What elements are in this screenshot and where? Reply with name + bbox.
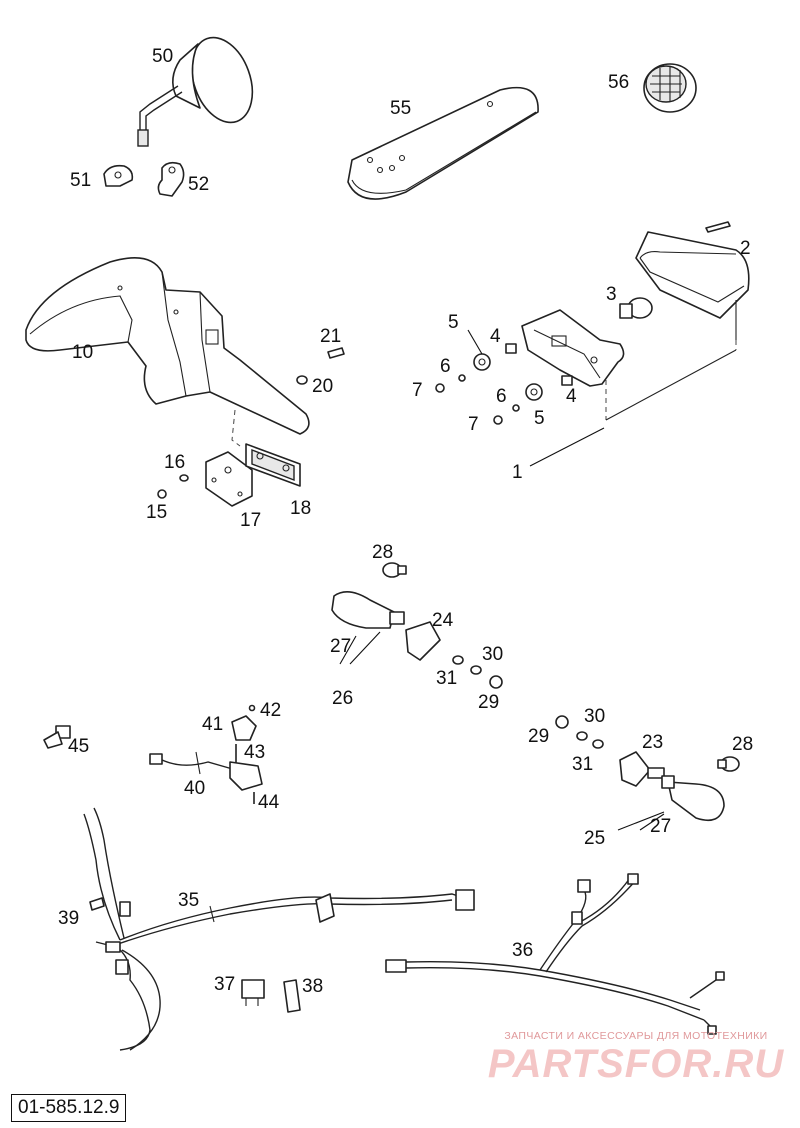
label-51: 51 — [70, 170, 91, 191]
label-16: 16 — [164, 452, 185, 473]
label-5a: 5 — [448, 312, 459, 333]
part-1-taillight-holder[interactable] — [521, 309, 625, 387]
label-28b: 28 — [732, 734, 753, 755]
label-7a: 7 — [412, 380, 423, 401]
label-38: 38 — [302, 976, 323, 997]
part-6-washer[interactable] — [458, 374, 520, 412]
label-42: 42 — [260, 700, 281, 721]
label-52: 52 — [188, 174, 209, 195]
label-4a: 4 — [490, 326, 501, 347]
part-10-rear-fender[interactable] — [25, 256, 310, 435]
label-35: 35 — [178, 890, 199, 911]
label-26: 26 — [332, 688, 353, 709]
part-27b-indicator[interactable] — [661, 775, 725, 822]
label-7b: 7 — [468, 414, 479, 435]
part-52-clamp[interactable] — [157, 161, 185, 197]
part-31-washer[interactable] — [452, 655, 604, 749]
part-39-connector[interactable] — [89, 897, 105, 911]
label-29a: 29 — [478, 692, 499, 713]
part-15-nut[interactable] — [157, 489, 167, 499]
part-30-washer[interactable] — [470, 665, 588, 741]
part-27-indicator[interactable] — [331, 591, 405, 629]
label-2: 2 — [740, 238, 751, 259]
label-5b: 5 — [534, 408, 545, 429]
label-21: 21 — [320, 326, 341, 347]
label-29b: 29 — [528, 726, 549, 747]
label-44: 44 — [258, 792, 280, 813]
label-1: 1 — [512, 462, 523, 483]
part-29-nut[interactable] — [489, 675, 569, 729]
label-37: 37 — [214, 974, 235, 995]
label-17: 17 — [240, 510, 261, 531]
label-40: 40 — [184, 778, 205, 799]
label-31a: 31 — [436, 668, 457, 689]
label-43: 43 — [244, 742, 265, 763]
part-38-bracket[interactable] — [283, 979, 301, 1013]
label-45: 45 — [68, 736, 89, 757]
part-35-wiring-harness[interactable] — [83, 807, 475, 1051]
part-20-washer[interactable] — [296, 375, 308, 385]
part-labels: 50 51 52 55 56 2 3 5 4 6 7 6 4 7 5 1 10 … — [58, 46, 753, 997]
label-31b: 31 — [572, 754, 593, 775]
label-18: 18 — [290, 498, 311, 519]
part-23-bracket[interactable] — [619, 751, 665, 787]
label-27b: 27 — [650, 816, 671, 837]
label-3: 3 — [606, 284, 617, 305]
part-21-screw[interactable] — [327, 347, 345, 359]
diagram-code: 01-585.12.9 — [11, 1094, 127, 1122]
watermark-brand: PARTSFOR.RU — [487, 1042, 785, 1086]
part-36-wiring-harness[interactable] — [385, 873, 725, 1035]
label-30a: 30 — [482, 644, 503, 665]
part-28-bulb[interactable] — [382, 562, 407, 578]
part-55-plate[interactable] — [347, 86, 539, 200]
part-24-bracket[interactable] — [405, 621, 441, 661]
leader-lines — [339, 329, 665, 831]
label-15: 15 — [146, 502, 167, 523]
part-50-mirror[interactable] — [137, 29, 263, 147]
part-3-bulb[interactable] — [619, 297, 653, 319]
label-39: 39 — [58, 908, 79, 929]
label-25: 25 — [584, 828, 605, 849]
part-41-switch-cover[interactable] — [231, 715, 257, 741]
part-7-screw[interactable] — [435, 383, 503, 425]
part-4-spacer[interactable] — [505, 343, 573, 386]
label-36: 36 — [512, 940, 533, 961]
label-41: 41 — [202, 714, 223, 735]
part-40-switch-cable[interactable] — [149, 751, 263, 791]
label-55: 55 — [390, 98, 411, 119]
label-28a: 28 — [372, 542, 393, 563]
part-51-clamp[interactable] — [103, 164, 134, 187]
watermark-tagline: ЗАПЧАСТИ И АКСЕССУАРЫ ДЛЯ МОТОТЕХНИКИ — [504, 1030, 768, 1042]
part-5-nut[interactable] — [473, 353, 543, 401]
label-23: 23 — [642, 732, 663, 753]
label-10: 10 — [72, 342, 93, 363]
part-18-license-light[interactable] — [245, 443, 301, 487]
part-17-bracket[interactable] — [205, 451, 253, 507]
label-56: 56 — [608, 72, 629, 93]
part-37-relay[interactable] — [241, 979, 265, 1006]
label-6a: 6 — [440, 356, 451, 377]
label-30b: 30 — [584, 706, 605, 727]
part-2-tail-light[interactable] — [635, 221, 750, 319]
part-16-washer[interactable] — [179, 474, 189, 482]
part-42-screw[interactable] — [248, 704, 256, 712]
label-24: 24 — [432, 610, 454, 631]
label-27a: 27 — [330, 636, 351, 657]
label-20: 20 — [312, 376, 333, 397]
label-6b: 6 — [496, 386, 507, 407]
label-50: 50 — [152, 46, 173, 67]
watermark: ЗАПЧАСТИ И АКСЕССУАРЫ ДЛЯ МОТОТЕХНИКИ PA… — [486, 1030, 786, 1086]
part-45-plug[interactable] — [43, 725, 71, 749]
part-28b-bulb[interactable] — [717, 756, 740, 772]
label-4b: 4 — [566, 386, 577, 407]
part-56-reflector[interactable] — [643, 63, 697, 113]
